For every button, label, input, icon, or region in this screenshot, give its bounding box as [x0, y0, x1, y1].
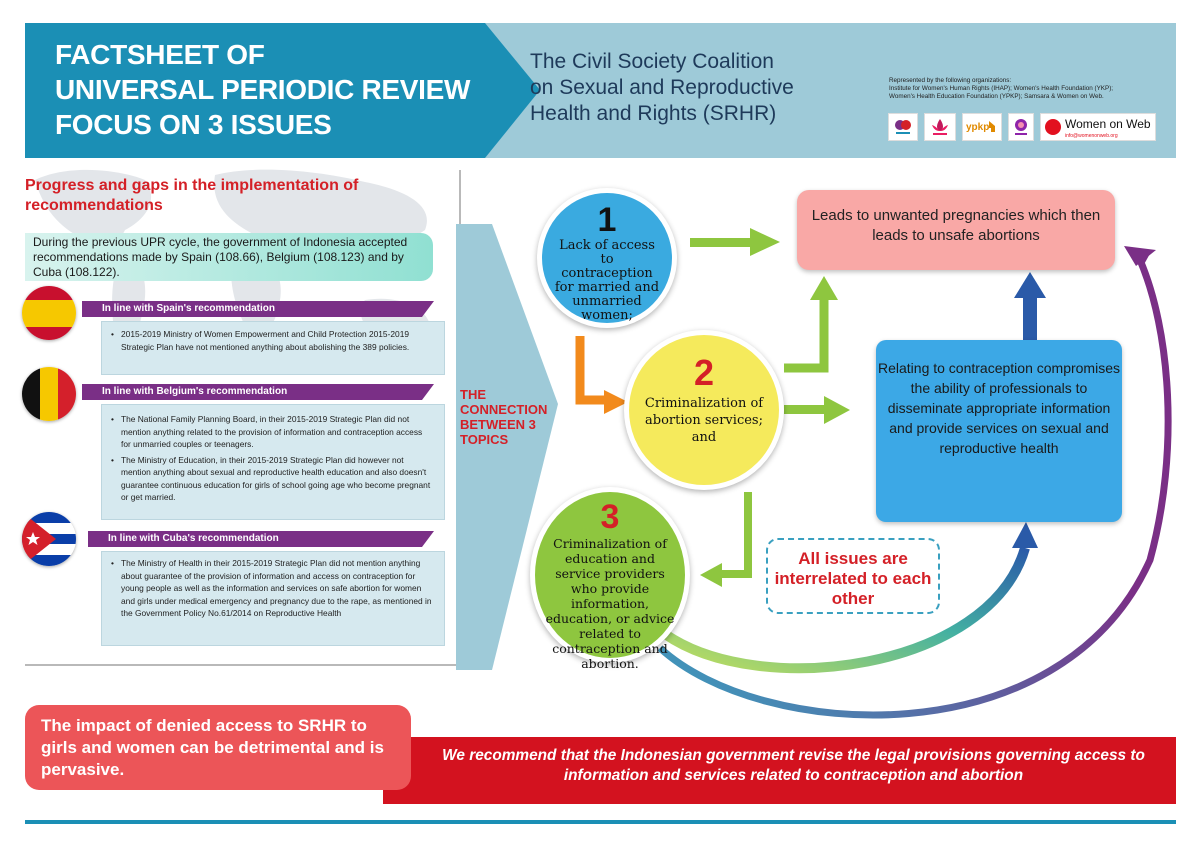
coalition-name: The Civil Society Coalition on Sexual an… — [530, 49, 850, 127]
belgium-item-1: The National Family Planning Board, in t… — [108, 413, 434, 451]
progress-title: Progress and gaps in the implementation … — [25, 177, 359, 214]
represented-line-1: Represented by the following organizatio… — [889, 77, 1012, 84]
topic-circle-1: 1 Lack of access to contraception for ma… — [537, 188, 677, 328]
topic-2-number: 2 — [693, 352, 715, 393]
ypkp-logo: ypkp — [962, 113, 1002, 141]
cuba-recommendation-box: The Ministry of Health in their 2015-201… — [101, 551, 445, 646]
unwanted-pregnancies-box: Leads to unwanted pregnancies which then… — [797, 190, 1115, 270]
women-on-web-logo: Women on Web info@womenonweb.org — [1040, 113, 1156, 141]
topic-circle-2: 2 Criminalization of abortion services; … — [624, 330, 784, 490]
topic-1-text: Lack of access to contraception for marr… — [554, 238, 660, 323]
topic-3-text: Criminalization of education and service… — [545, 536, 675, 671]
cuba-list: The Ministry of Health in their 2015-201… — [108, 557, 434, 620]
intro-box: During the previous UPR cycle, the gover… — [25, 233, 433, 281]
contraception-professionals-box: Relating to contraception compromises th… — [876, 340, 1122, 522]
page-title: FACTSHEET OF UNIVERSAL PERIODIC REVIEW F… — [55, 37, 470, 142]
cuba-item: The Ministry of Health in their 2015-201… — [108, 557, 434, 620]
title-block — [25, 23, 540, 158]
header-banner: FACTSHEET OF UNIVERSAL PERIODIC REVIEW F… — [25, 23, 1176, 158]
cuba-recommendation-label: In line with Cuba's recommendation — [88, 531, 434, 547]
title-line-3: FOCUS ON 3 ISSUES — [55, 109, 332, 140]
title-line-1: FACTSHEET OF — [55, 39, 265, 70]
topic-2-text: Criminalization of abortion services; an… — [644, 396, 764, 445]
svg-text:ypkp: ypkp — [966, 122, 989, 133]
partner-logos: ypkp Women on Web info@womenonweb.org — [888, 113, 1178, 141]
cuba-flag-icon — [22, 512, 76, 566]
recommendation-banner: We recommend that the Indonesian governm… — [383, 737, 1176, 804]
connection-arrow-shape — [456, 224, 558, 670]
coalition-line-3: Health and Rights (SRHR) — [530, 102, 777, 125]
bottom-divider — [25, 820, 1176, 824]
spain-recommendation-label: In line with Spain's recommendation — [82, 301, 434, 317]
belgium-flag-icon — [22, 367, 76, 421]
ykp-logo — [924, 113, 956, 141]
represented-line-3: Women's Health Education Foundation (YPK… — [889, 93, 1104, 100]
topic-1-number: 1 — [597, 201, 617, 239]
spain-flag-icon — [22, 286, 76, 340]
coalition-line-1: The Civil Society Coalition — [530, 50, 774, 73]
coalition-line-2: on Sexual and Reproductive — [530, 76, 794, 99]
women-on-web-label: Women on Web — [1065, 117, 1151, 131]
samsara-logo — [1008, 113, 1034, 141]
title-line-2: UNIVERSAL PERIODIC REVIEW — [55, 74, 471, 105]
spain-recommendation-box: 2015-2019 Ministry of Women Empowerment … — [101, 321, 445, 375]
belgium-item-2: The Ministry of Education, in their 2015… — [108, 454, 434, 504]
interrelated-box: All issues are interrelated to each othe… — [766, 538, 940, 614]
topic-circle-3: 3 Criminalization of education and servi… — [530, 487, 690, 671]
spain-list: 2015-2019 Ministry of Women Empowerment … — [108, 328, 434, 353]
topic-3-number: 3 — [600, 498, 620, 536]
ihap-logo — [888, 113, 918, 141]
represented-line-2: Institute for Women's Human Rights (IHAP… — [889, 85, 1114, 92]
belgium-list: The National Family Planning Board, in t… — [108, 413, 434, 504]
belgium-recommendation-box: The National Family Planning Board, in t… — [101, 404, 445, 520]
impact-box: The impact of denied access to SRHR to g… — [25, 705, 411, 790]
women-on-web-dot-icon — [1045, 119, 1061, 135]
connection-label: THE CONNECTION BETWEEN 3 TOPICS — [460, 387, 548, 447]
belgium-recommendation-label: In line with Belgium's recommendation — [82, 384, 434, 400]
intro-text: During the previous UPR cycle, the gover… — [33, 235, 408, 279]
spain-item: 2015-2019 Ministry of Women Empowerment … — [108, 328, 434, 353]
women-on-web-email: info@womenonweb.org — [1065, 133, 1118, 139]
represented-by: Represented by the following organizatio… — [889, 77, 1179, 101]
